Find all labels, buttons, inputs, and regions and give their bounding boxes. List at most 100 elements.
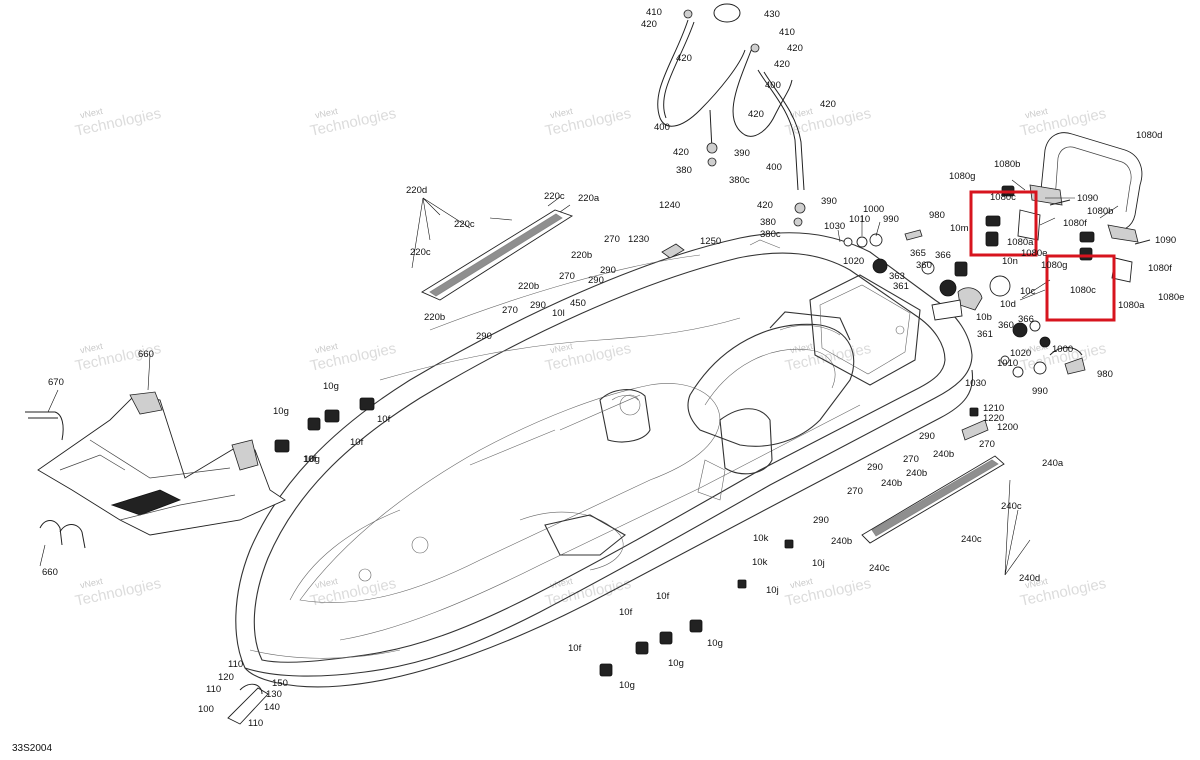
watermark-line1: vNext xyxy=(79,576,104,591)
callout-label: 270 xyxy=(847,486,863,497)
callout-label: 1030 xyxy=(824,221,845,232)
callout-label: 1090 xyxy=(1077,193,1098,204)
callout-label: 360 xyxy=(998,320,1014,331)
callout-label: 110 xyxy=(206,684,221,695)
callout-label: 1080g xyxy=(1041,260,1067,271)
callout-label: 980 xyxy=(1097,369,1113,380)
callout-label: 1080f xyxy=(1063,218,1087,229)
callout-label: 290 xyxy=(867,462,883,473)
watermark-line1: vNext xyxy=(79,106,104,121)
callout-label: 10n xyxy=(1002,256,1018,267)
callout-label: 100 xyxy=(198,704,214,715)
callout-label: 400 xyxy=(766,162,782,173)
callout-label: 380 xyxy=(676,165,692,176)
callout-label: 1030 xyxy=(965,378,986,389)
callout-label: 1080e xyxy=(1158,292,1184,303)
callout-label: 10j xyxy=(812,558,825,569)
callout-label: 240d xyxy=(1019,573,1040,584)
callout-label: 1220 xyxy=(983,413,1004,424)
callout-label: 1080b xyxy=(994,159,1020,170)
callout-label: 361 xyxy=(977,329,993,340)
callout-label: 10g xyxy=(619,680,635,691)
callout-label: 220d xyxy=(406,185,427,196)
callout-label: 1080c xyxy=(1070,285,1096,296)
callout-label: 10g xyxy=(707,638,723,649)
callout-label: 410 xyxy=(646,7,662,18)
callout-label: 660 xyxy=(42,567,58,578)
callout-label: 240b xyxy=(881,478,902,489)
callout-label: 1200 xyxy=(997,422,1018,433)
callout-label: 420 xyxy=(676,53,692,64)
callout-label: 220c xyxy=(454,219,475,230)
callout-label: 10f xyxy=(350,437,364,448)
watermark-line1: vNext xyxy=(789,106,814,121)
callout-label: 270 xyxy=(604,234,620,245)
callout-label: 150 xyxy=(272,678,288,689)
callout-label: 10b xyxy=(976,312,992,323)
callout-label: 420 xyxy=(748,109,764,120)
callout-label: 1240 xyxy=(659,200,680,211)
callout-label: 110 xyxy=(248,718,263,729)
callout-label: 1080c xyxy=(990,192,1016,203)
callout-label: 10f xyxy=(377,414,391,425)
callout-label: 240b xyxy=(933,449,954,460)
callout-label: 270 xyxy=(502,305,518,316)
callout-label: 290 xyxy=(813,515,829,526)
callout-label: 240b xyxy=(831,536,852,547)
callout-label: 1230 xyxy=(628,234,649,245)
watermark-line1: vNext xyxy=(549,106,574,121)
watermark-line1: vNext xyxy=(1024,106,1049,121)
callout-label: 380c xyxy=(729,175,750,186)
callout-label: 420 xyxy=(673,147,689,158)
callout-label: 220c xyxy=(410,247,431,258)
callout-label: 400 xyxy=(765,80,781,91)
watermark-line1: vNext xyxy=(789,576,814,591)
callout-label: 240c xyxy=(961,534,982,545)
callout-label: 10f xyxy=(619,607,633,618)
callout-label: 270 xyxy=(903,454,919,465)
callout-label: 390 xyxy=(821,196,837,207)
callout-label: 980 xyxy=(929,210,945,221)
callout-label: 220b xyxy=(571,250,592,261)
callout-label: 420 xyxy=(641,19,657,30)
rail-220a xyxy=(421,209,574,301)
highlight-box-lower-bracket xyxy=(1045,254,1116,322)
callout-label: 220b xyxy=(518,281,539,292)
callout-label: 140 xyxy=(264,702,280,713)
hull-body xyxy=(235,232,974,688)
callout-labels: 410 430 420 420 410 420 420 400 420 420 … xyxy=(42,7,1184,729)
hoses-400 xyxy=(657,3,805,191)
callout-label: 10g xyxy=(323,381,339,392)
callout-label: 1080e xyxy=(1021,248,1047,259)
callout-label: 1080a xyxy=(1118,300,1145,311)
callout-label: 990 xyxy=(883,214,899,225)
callout-label: 290 xyxy=(919,431,935,442)
callout-label: 10f xyxy=(568,643,582,654)
callout-label: 240a xyxy=(1042,458,1064,469)
callout-label: 10j xyxy=(766,585,779,596)
callout-label: 363 xyxy=(889,271,905,282)
callout-label: 10l xyxy=(552,308,565,319)
watermark-line1: vNext xyxy=(549,576,574,591)
callout-label: 10k xyxy=(752,557,768,568)
callout-label: 420 xyxy=(787,43,803,54)
callout-label: 10g xyxy=(668,658,684,669)
diagram-code: 33S2004 xyxy=(12,743,52,754)
handrail-part-1080d xyxy=(1029,132,1143,243)
watermark-line1: vNext xyxy=(314,576,339,591)
callout-label: 270 xyxy=(979,439,995,450)
callout-label: 270 xyxy=(559,271,575,282)
callout-label: 1010 xyxy=(849,214,870,225)
callout-label: 990 xyxy=(1032,386,1048,397)
callout-label: 366 xyxy=(935,250,951,261)
watermark-line1: vNext xyxy=(314,341,339,356)
callout-label: 400 xyxy=(654,122,670,133)
watermark-line1: vNext xyxy=(549,341,574,356)
callout-label: 1080b xyxy=(1087,206,1113,217)
callout-label: 410 xyxy=(779,27,795,38)
callout-label: 220b xyxy=(424,312,445,323)
watermark-line1: vNext xyxy=(1024,576,1049,591)
highlight-box-upper-bracket xyxy=(969,190,1038,257)
leader-lines xyxy=(39,179,1119,576)
callout-label: 10c xyxy=(1020,286,1036,297)
